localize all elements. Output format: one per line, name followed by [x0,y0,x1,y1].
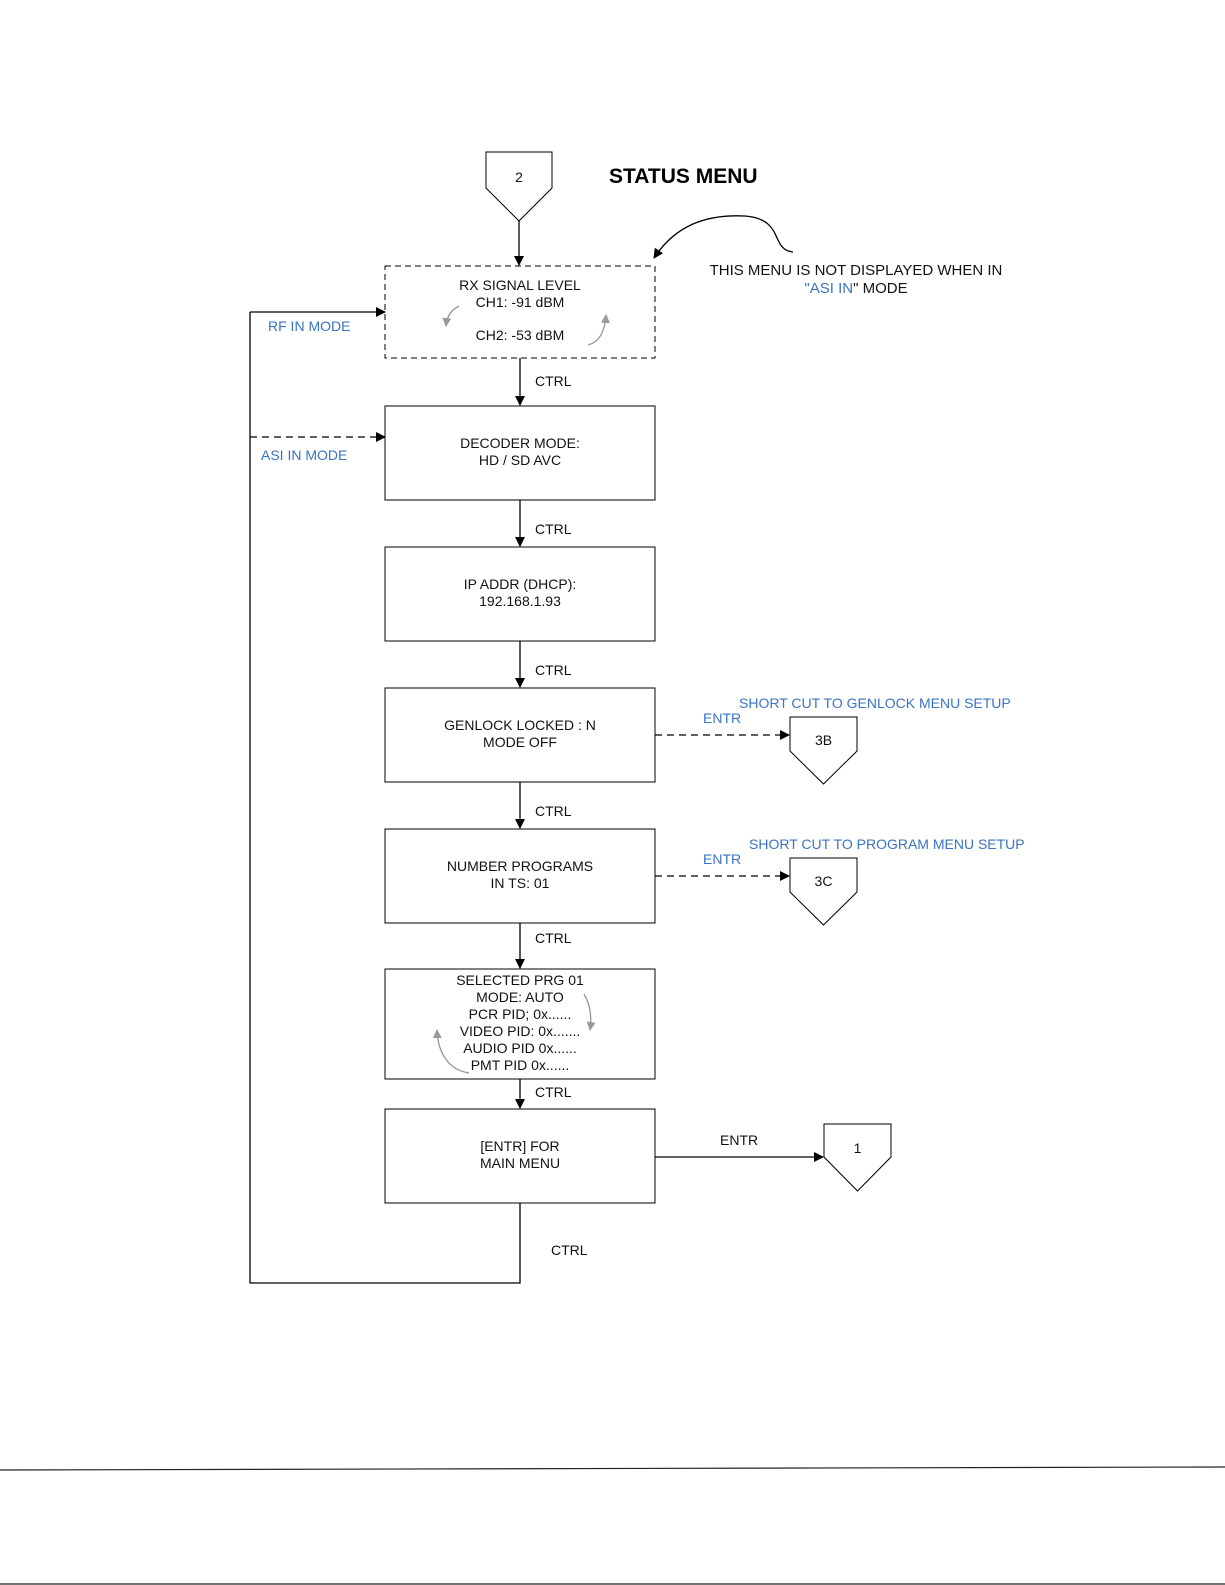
ip-addr-box [384,546,656,642]
selected-line2: MODE: AUTO [476,989,564,1005]
connector-2-label: 2 [515,169,523,185]
connector-1-label: 1 [854,1140,862,1156]
entr-label-main: ENTR [720,1132,758,1148]
ip-line2: 192.168.1.93 [479,593,561,609]
shortcut-genlock-label: SHORT CUT TO GENLOCK MENU SETUP [739,695,1011,711]
main-line2: MAIN MENU [480,1155,560,1171]
number-programs-box [384,828,656,924]
selected-scroll-down-icon [583,993,596,1031]
selected-scroll-up-icon [432,1029,470,1074]
note-text-line2: "ASI IN" MODE [804,280,907,297]
decoder-mode-box [384,405,656,501]
page-rule-top [0,1466,1225,1471]
selected-line3: PCR PID; 0x...... [469,1006,572,1022]
asi-in-mode-label: ASI IN MODE [261,447,347,463]
ctrl-label-loop: CTRL [551,1242,588,1258]
genlock-box [384,687,656,783]
connector-3c [789,857,858,926]
selected-line6: PMT PID 0x...... [471,1057,570,1073]
main-line1: [ENTR] FOR [480,1138,559,1154]
genlock-line1: GENLOCK LOCKED : N [444,717,596,733]
ctrl-label-3: CTRL [535,662,572,678]
selected-line1: SELECTED PRG 01 [456,972,584,988]
diagram-title: STATUS MENU [609,165,758,188]
ctrl-label-1: CTRL [535,373,572,389]
ctrl-label-5: CTRL [535,930,572,946]
connector-3b-label: 3B [815,732,832,748]
entr-label-genlock: ENTR [703,710,741,726]
connector-3c-label: 3C [815,873,833,889]
note-curved-arrow [653,215,794,259]
rx-scroll-up-icon [442,305,460,327]
programs-line2: IN TS: 01 [491,875,550,891]
selected-line4: VIDEO PID: 0x....... [460,1023,581,1039]
rx-ch2: CH2: -53 dBM [476,327,565,343]
rx-signal-level-box [384,265,656,359]
programs-line1: NUMBER PROGRAMS [447,858,593,874]
shortcut-program-label: SHORT CUT TO PROGRAM MENU SETUP [749,836,1025,852]
rx-scroll-down-icon [587,314,610,346]
selected-line5: AUDIO PID 0x...... [463,1040,577,1056]
decoder-line2: HD / SD AVC [479,452,561,468]
rf-in-mode-label: RF IN MODE [268,318,350,334]
genlock-line2: MODE OFF [483,734,557,750]
ip-line1: IP ADDR (DHCP): [464,576,577,592]
note-text-line1: THIS MENU IS NOT DISPLAYED WHEN IN [710,262,1003,279]
connector-1 [823,1123,892,1192]
loop-back-line [249,312,521,1284]
selected-program-box [384,968,656,1080]
decoder-line1: DECODER MODE: [460,435,580,451]
connector-2 [485,151,553,222]
connector-3b [789,716,858,785]
ctrl-label-4: CTRL [535,803,572,819]
entr-label-program: ENTR [703,851,741,867]
ctrl-label-2: CTRL [535,521,572,537]
rx-ch1: CH1: -91 dBM [476,294,565,310]
rx-title: RX SIGNAL LEVEL [459,277,581,293]
main-menu-box [384,1108,656,1204]
ctrl-label-6: CTRL [535,1084,572,1100]
